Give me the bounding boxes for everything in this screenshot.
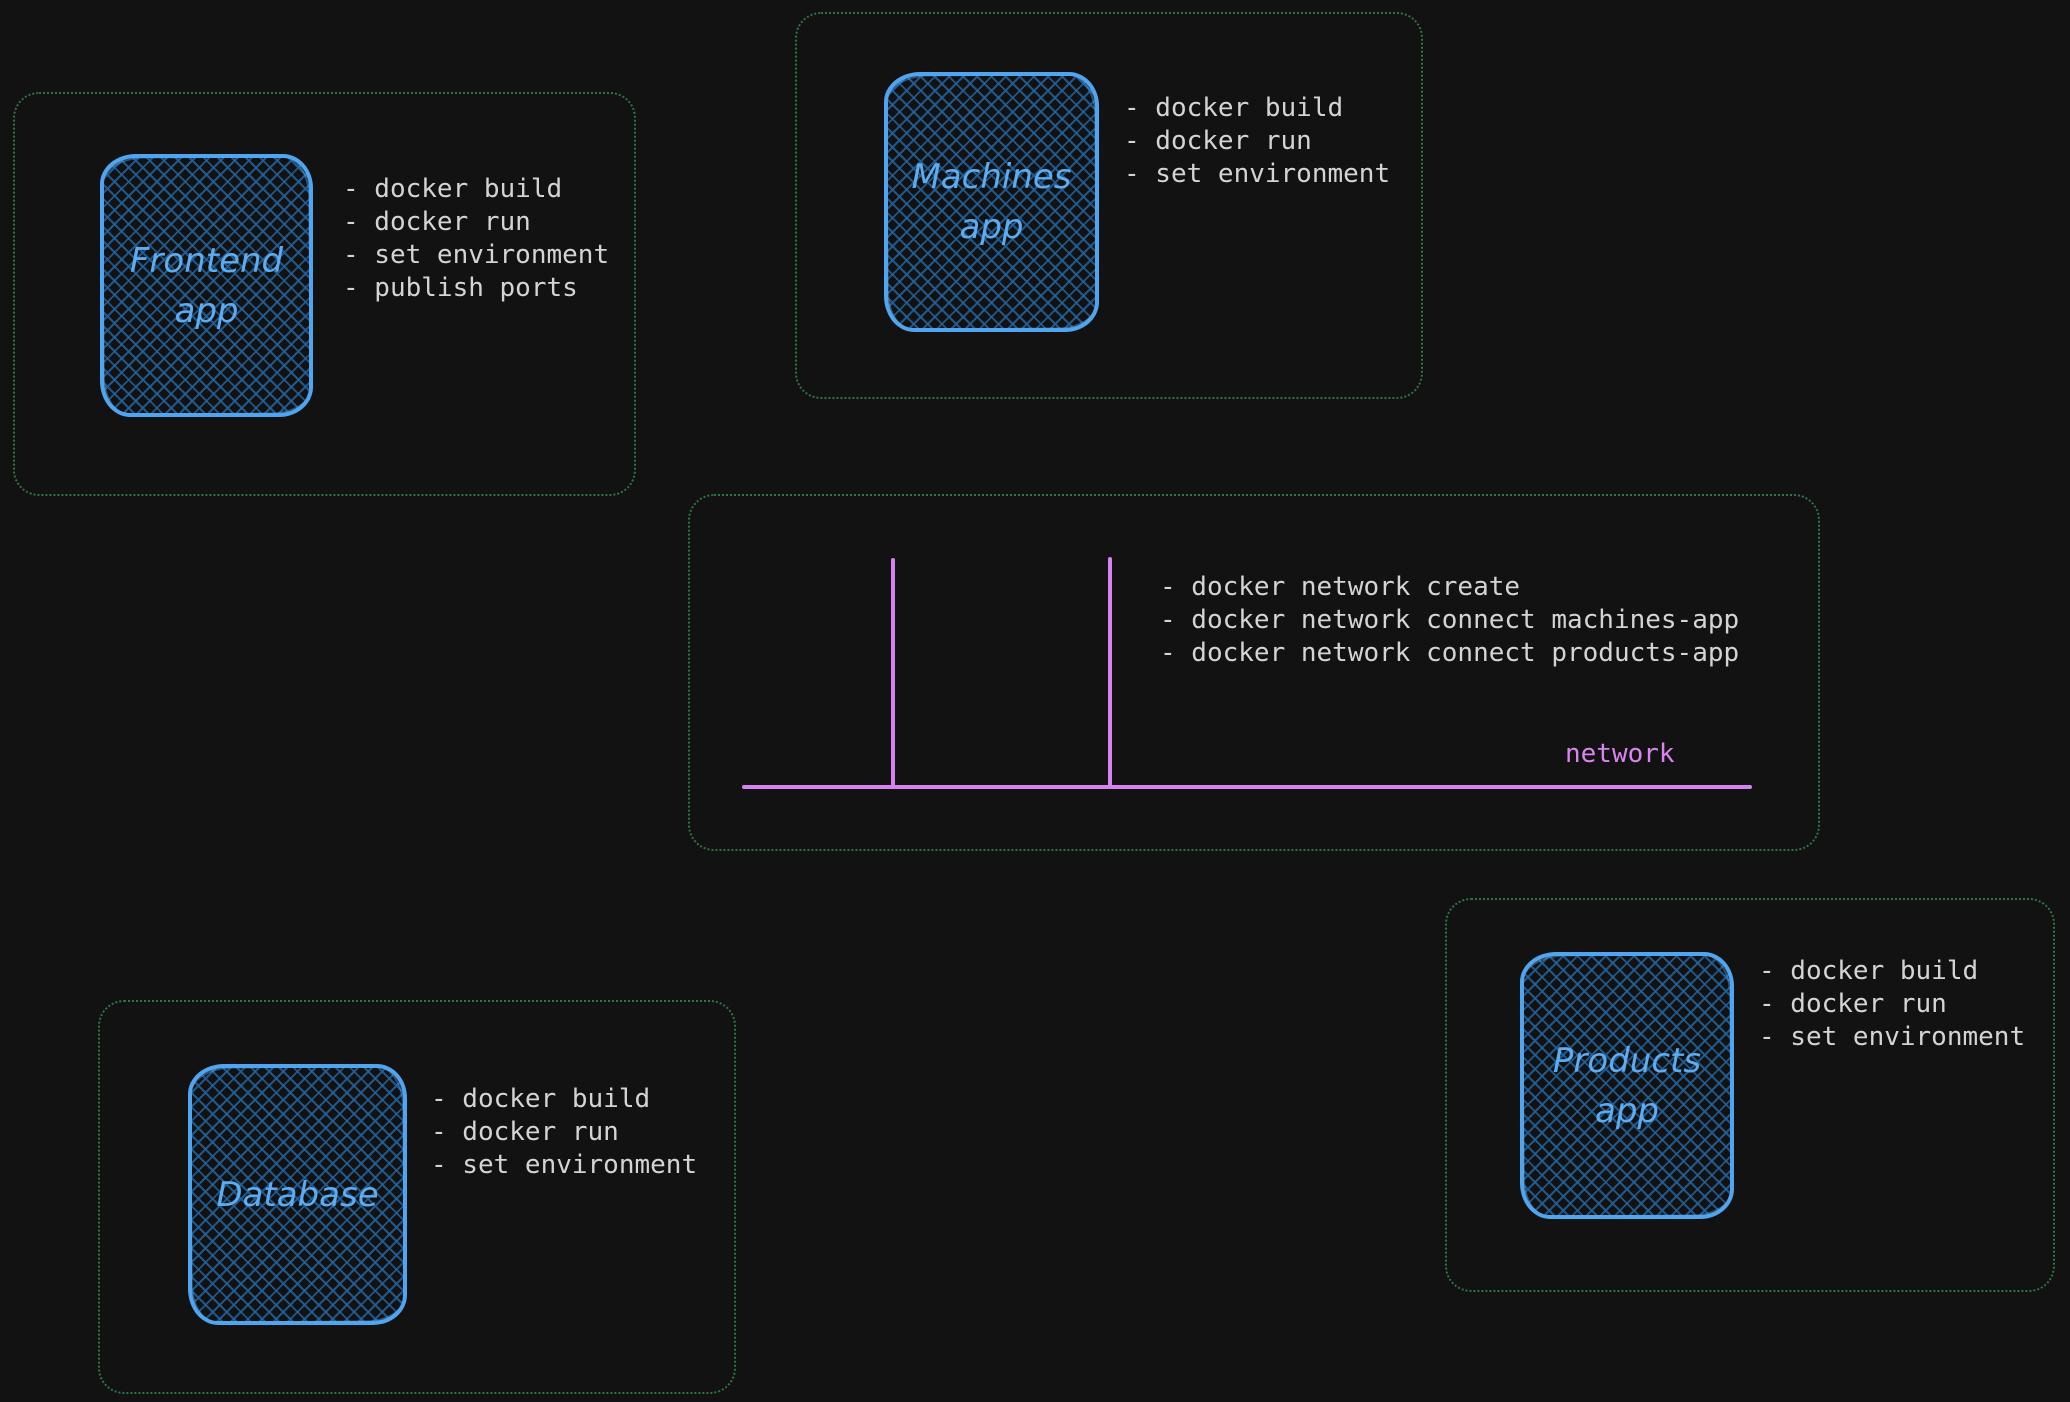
- frontend-group[interactable]: Frontend app - docker build - docker run…: [13, 92, 636, 496]
- products-group[interactable]: Products app - docker build - docker run…: [1445, 898, 2055, 1292]
- database-node-label: Database: [216, 1174, 379, 1215]
- products-commands[interactable]: - docker build - docker run - set enviro…: [1759, 956, 2026, 1052]
- frontend-node-label: Frontend app: [129, 240, 284, 331]
- network-branch-line-right[interactable]: [1108, 557, 1112, 788]
- frontend-node[interactable]: Frontend app: [100, 154, 313, 417]
- machines-commands[interactable]: - docker build - docker run - set enviro…: [1124, 93, 1391, 189]
- machines-node-label: Machines app: [911, 157, 1072, 247]
- network-commands[interactable]: - docker network create - docker network…: [1160, 572, 1740, 668]
- network-group[interactable]: network - docker network create - docker…: [688, 494, 1820, 851]
- network-branch-line-left[interactable]: [891, 558, 895, 788]
- database-node[interactable]: Database: [188, 1064, 407, 1325]
- products-node[interactable]: Products app: [1520, 952, 1734, 1219]
- machines-group[interactable]: Machines app - docker build - docker run…: [795, 12, 1423, 399]
- network-label[interactable]: network: [1565, 739, 1675, 769]
- products-node-label: Products app: [1552, 1040, 1702, 1131]
- frontend-commands[interactable]: - docker build - docker run - set enviro…: [343, 174, 610, 303]
- database-group[interactable]: Database - docker build - docker run - s…: [98, 1000, 736, 1394]
- machines-node[interactable]: Machines app: [884, 72, 1099, 332]
- network-bus-line[interactable]: [742, 785, 1752, 789]
- database-commands[interactable]: - docker build - docker run - set enviro…: [431, 1084, 698, 1180]
